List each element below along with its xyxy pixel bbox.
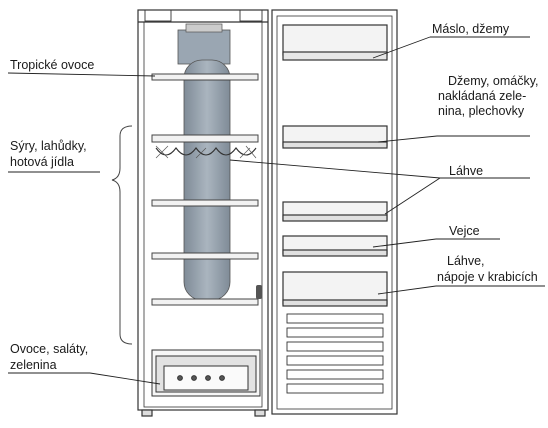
label-ovoce-line2: zelenina [10, 358, 57, 372]
shelf-2 [151, 134, 259, 143]
shelf-3 [151, 199, 259, 207]
label-maslo: Máslo, džemy [432, 22, 510, 36]
shelves [151, 73, 259, 306]
label-tropicke-ovoce: Tropické ovoce [10, 58, 95, 72]
label-ovoce-line1: Ovoce, saláty, [10, 342, 89, 356]
door-grille [286, 313, 384, 394]
label-vejce: Vejce [449, 224, 480, 238]
label-dzemy-line3: nina, plechovky [438, 104, 525, 118]
label-lahve2-line2: nápoje v krabicích [437, 270, 538, 284]
shelf-4 [151, 252, 259, 260]
shelf-1 [151, 73, 259, 81]
crisper-drawer [151, 349, 261, 397]
door-dairy-box [282, 24, 388, 56]
label-syry-line1: Sýry, lahůdky, [10, 139, 87, 153]
label-lahve: Láhve [449, 164, 484, 178]
door-bin-4 [282, 271, 388, 305]
shelf-5 [151, 298, 259, 306]
label-dzemy-line2: nakládaná zele- [438, 89, 527, 103]
air-duct [177, 23, 231, 301]
leader-lines [7, 36, 545, 385]
left-brace [111, 125, 133, 345]
label-dzemy-line1: Džemy, omáčky, [448, 74, 539, 88]
label-lahve2-line1: Láhve, [447, 254, 485, 268]
bottle-rack [155, 147, 257, 156]
fridge-door [271, 9, 398, 415]
fridge-cabinet [137, 9, 269, 417]
label-syry-line2: hotová jídla [10, 155, 74, 169]
